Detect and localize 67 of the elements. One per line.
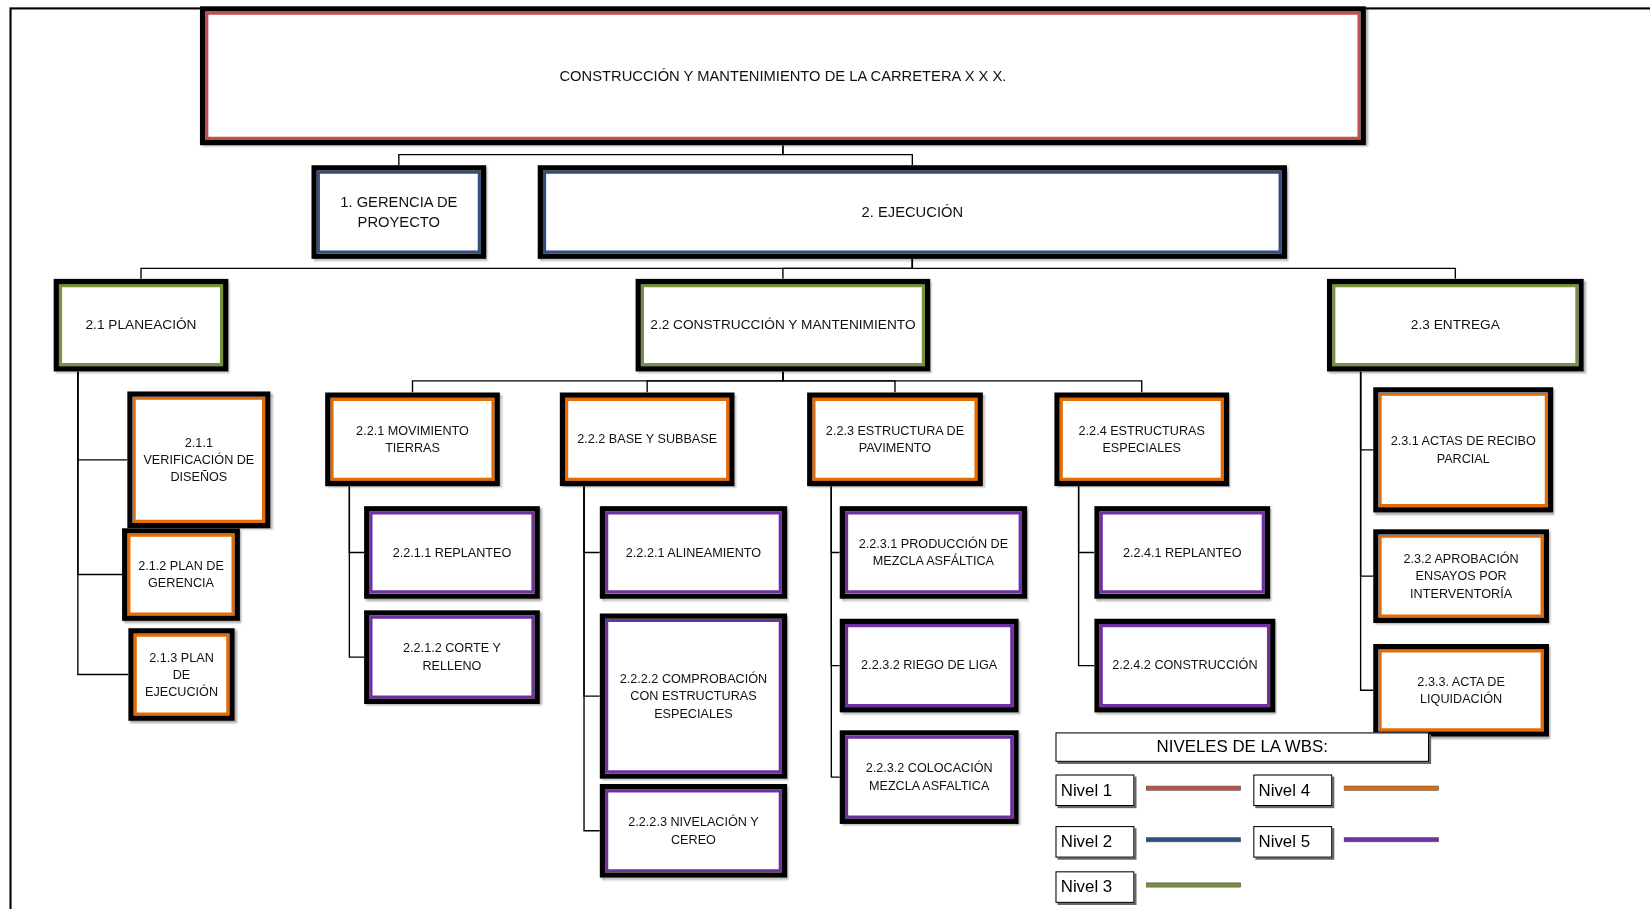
legend-label: Nivel 3 xyxy=(1055,871,1135,903)
box-label: 2.2.4 ESTRUCTURAS ESPECIALES xyxy=(1077,422,1206,457)
connector-line xyxy=(911,258,1456,280)
box-label: 2.2.3.1 PRODUCCIÓN DE MEZCLA ASFÁLTICA xyxy=(857,535,1010,570)
box-label: 1. GERENCIA DE PROYECTO xyxy=(339,192,459,232)
legend-label: Nivel 2 xyxy=(1055,826,1135,858)
wbs-box xyxy=(53,278,229,372)
box-label: 2.2.3 ESTRUCTURA DE PAVIMENTO xyxy=(824,422,966,457)
box-label: 2.2.2.3 NIVELACIÓN Y CEREO xyxy=(627,813,760,848)
wbs-box xyxy=(1326,278,1584,372)
box-label: 2.2.3.2 COLOCACIÓN MEZCLA ASFALTICA xyxy=(864,760,994,795)
wbs-box xyxy=(839,618,1019,713)
wbs-box xyxy=(1373,387,1554,513)
box-label: 2.3.1 ACTAS DE RECIBO PARCIAL xyxy=(1389,432,1537,467)
box-label: 2.2.2.1 ALINEAMIENTO xyxy=(625,544,762,561)
box-label: 2.1 PLANEACIÓN xyxy=(85,315,197,335)
legend-label: Nivel 1 xyxy=(1055,774,1135,807)
wbs-box xyxy=(839,730,1019,824)
box-label: 2.2.4.2 CONSTRUCCIÓN xyxy=(1112,657,1258,675)
wbs-box xyxy=(325,392,500,487)
connector-line xyxy=(782,144,914,166)
wbs-box xyxy=(1373,529,1549,623)
box-label: 2.2.1 MOVIMIENTO TIERRAS xyxy=(355,422,470,457)
wbs-box xyxy=(122,528,240,621)
wbs-box xyxy=(311,165,487,259)
box-label: 2.2.2 BASE Y SUBBASE xyxy=(577,430,718,448)
wbs-box xyxy=(599,613,788,779)
wbs-box xyxy=(364,610,540,704)
wbs-box xyxy=(537,165,1287,259)
connector-line xyxy=(583,485,601,832)
connector-line xyxy=(830,485,841,778)
wbs-box xyxy=(1094,506,1271,599)
box-label: 2.2.2.2 COMPROBACIÓN CON ESTRUCTURAS ESPECIALES xyxy=(618,670,769,722)
wbs-box xyxy=(599,783,788,878)
box-label: 2.1.1 VERIFICACIÓN DE DISEÑOS xyxy=(142,434,256,486)
wbs-box xyxy=(807,392,983,487)
wbs-box xyxy=(1094,618,1276,713)
legend-label: Nivel 5 xyxy=(1253,826,1333,858)
box-label: CONSTRUCCIÓN Y MANTENIMIENTO DE LA CARRETERA X X X. xyxy=(559,65,1007,86)
connector-line xyxy=(1077,485,1096,667)
wbs-box xyxy=(128,628,235,721)
box-label: 2.3.2 APROBACIÓN ENSAYOS POR INTERVENTORÍA xyxy=(1402,550,1520,602)
wbs-box xyxy=(364,506,540,599)
legend-label: Nivel 4 xyxy=(1253,774,1333,807)
box-label: 2.2.1.2 CORTE Y RELLENO xyxy=(402,640,502,675)
box-label: 2.2.3.2 RIEGO DE LIGA xyxy=(861,657,998,675)
wbs-box xyxy=(635,278,931,372)
box-label: 2. EJECUCIÓN xyxy=(861,202,964,222)
box-label: 2.1.3 PLAN DE EJECUCIÓN xyxy=(144,649,219,701)
wbs-box xyxy=(1054,392,1230,487)
wbs-box xyxy=(127,391,271,529)
box-label: 2.2.1.1 REPLANTEO xyxy=(392,544,512,561)
box-label: 2.3.3. ACTA DE LIQUIDACIÓN xyxy=(1416,673,1506,708)
box-label: 2.1.2 PLAN DE GERENCIA xyxy=(137,557,225,592)
connector-line xyxy=(782,370,1143,394)
wbs-box xyxy=(559,392,735,487)
box-label: 2.2.4.1 REPLANTEO xyxy=(1122,544,1242,561)
wbs-box xyxy=(599,506,788,599)
box-label: 2.2 CONSTRUCCIÓN Y MANTENIMIENTO xyxy=(650,315,916,335)
box-label: 2.3 ENTREGA xyxy=(1410,315,1500,335)
wbs-box xyxy=(199,6,1366,146)
connector-line xyxy=(77,370,130,676)
connector-line xyxy=(1359,370,1374,691)
connector-line xyxy=(348,485,365,658)
legend-title: NIVELES DE LA WBS: xyxy=(1055,732,1429,762)
wbs-box xyxy=(839,506,1028,599)
wbs-box xyxy=(1373,644,1549,737)
